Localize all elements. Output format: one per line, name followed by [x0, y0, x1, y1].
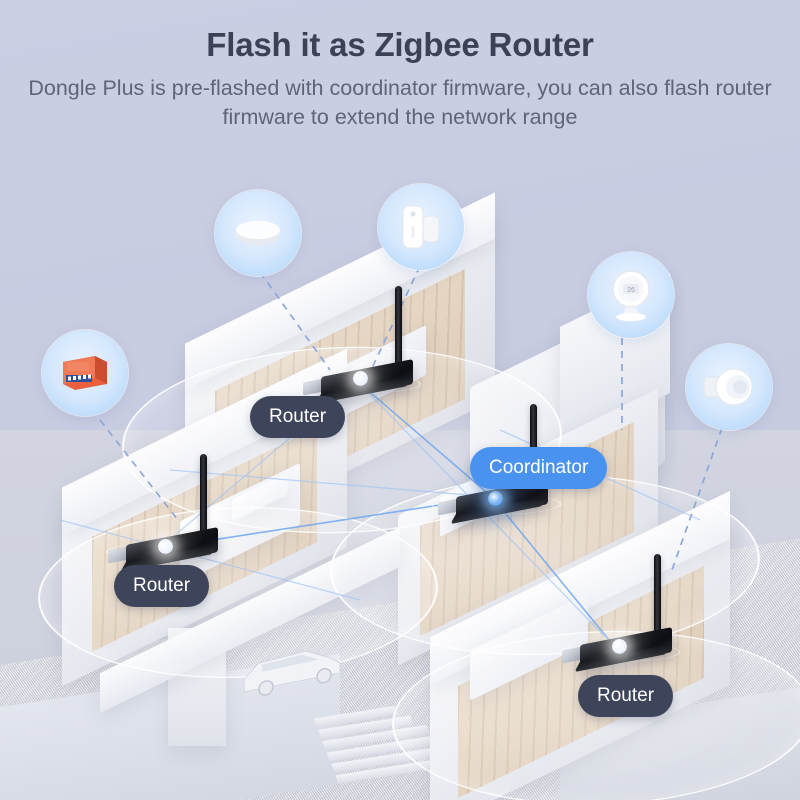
led-indicator-icon [353, 371, 368, 386]
label-text: Router [269, 406, 327, 427]
device-bubble-smart-button[interactable] [215, 190, 301, 276]
led-indicator-icon [612, 639, 627, 654]
label-text: Router [133, 575, 191, 596]
temp-humidity-icon: 26 [612, 270, 650, 321]
label-router-living[interactable]: Router [578, 675, 674, 717]
header: Flash it as Zigbee Router Dongle Plus is… [0, 0, 800, 131]
label-text: Router [597, 685, 655, 706]
page-title: Flash it as Zigbee Router [206, 26, 594, 63]
svg-text:26: 26 [627, 287, 635, 294]
device-bubble-motion-sensor[interactable] [686, 344, 772, 430]
label-text: Coordinator [489, 457, 589, 478]
relay-module-icon [63, 356, 107, 390]
label-router-bedroom[interactable]: Router [114, 565, 210, 607]
car [243, 650, 341, 696]
antenna-icon [654, 554, 661, 640]
door-sensor-icon [402, 205, 440, 249]
device-bubble-temp-humidity[interactable]: 26 [588, 252, 674, 338]
antenna-icon [395, 286, 402, 372]
motion-sensor-icon [703, 368, 753, 406]
label-router-office[interactable]: Router [250, 396, 346, 438]
label-coordinator[interactable]: Coordinator [470, 447, 608, 489]
antenna-icon [200, 454, 207, 540]
device-bubble-door-sensor[interactable] [378, 184, 464, 270]
led-indicator-icon [488, 491, 503, 506]
page-subtitle: Dongle Plus is pre-flashed with coordina… [28, 76, 772, 129]
led-indicator-icon [158, 539, 173, 554]
round-button-icon [236, 221, 280, 245]
device-bubble-relay-module[interactable] [42, 330, 128, 416]
